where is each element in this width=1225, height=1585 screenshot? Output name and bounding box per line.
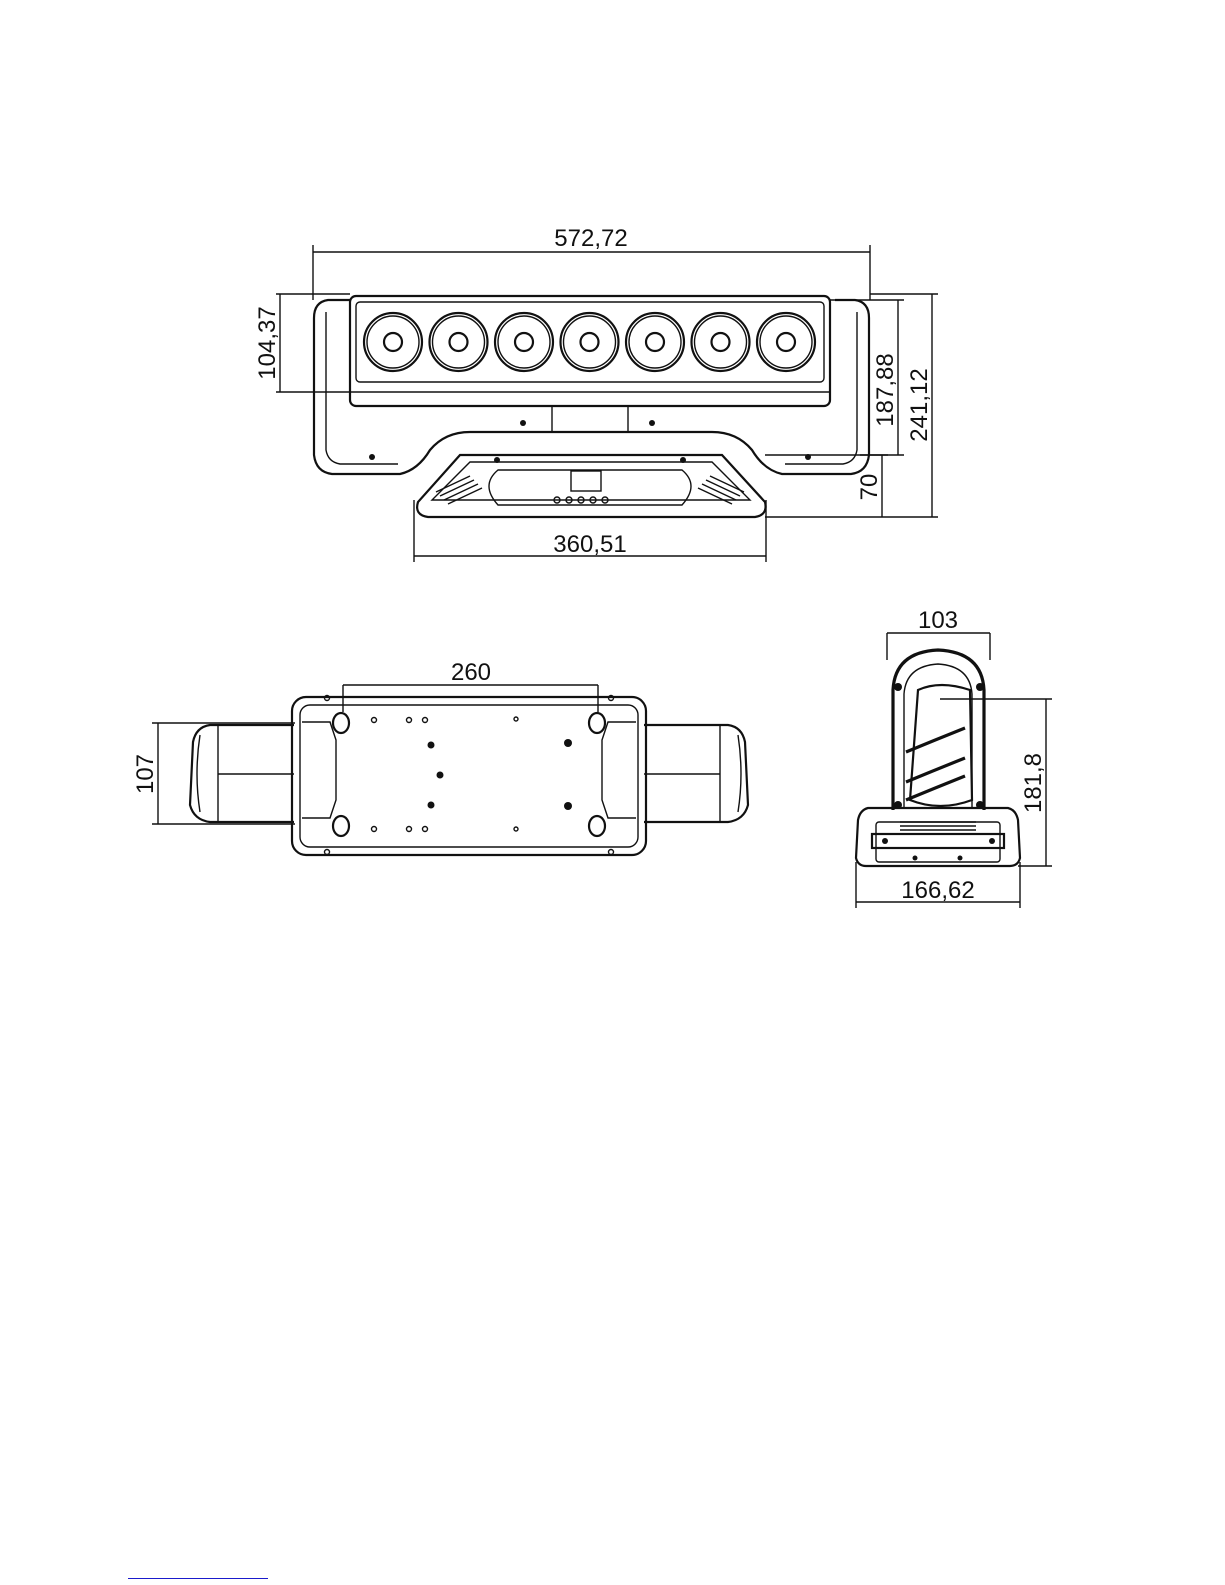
front-view: 572,72 bbox=[254, 225, 938, 562]
total-height-label: 241,12 bbox=[906, 368, 933, 441]
dimension-hole-spacing: 260 bbox=[343, 659, 598, 712]
mounting-holes bbox=[333, 713, 605, 836]
led-center bbox=[646, 333, 664, 351]
head-depth-label: 107 bbox=[132, 754, 159, 794]
led-lens bbox=[430, 313, 488, 371]
led-ring bbox=[629, 316, 681, 368]
side-height-label: 181,8 bbox=[1020, 753, 1047, 813]
bottom-view: 260 107 bbox=[132, 659, 748, 855]
head-height-label: 104,37 bbox=[254, 306, 281, 379]
head-width-label: 103 bbox=[918, 607, 958, 634]
dimension-base-width: 360,51 bbox=[414, 500, 766, 562]
led-ring bbox=[433, 316, 485, 368]
footnote-separator bbox=[128, 1578, 268, 1579]
dimension-yoke-height: 187,88 bbox=[830, 300, 904, 455]
dimension-head-width: 103 bbox=[887, 607, 990, 660]
side-base-width-label: 166,62 bbox=[901, 877, 974, 904]
led-center bbox=[384, 333, 402, 351]
dimension-head-height: 104,37 bbox=[254, 294, 350, 392]
dimension-side-base-width: 166,62 bbox=[856, 862, 1020, 908]
led-lens bbox=[561, 313, 619, 371]
led-center bbox=[581, 333, 599, 351]
display-screen bbox=[571, 471, 601, 491]
led-center bbox=[450, 333, 468, 351]
yoke-height-label: 187,88 bbox=[872, 353, 899, 426]
small-holes bbox=[325, 696, 614, 855]
led-ring bbox=[367, 316, 419, 368]
led-lens bbox=[757, 313, 815, 371]
side-view: 103 181,8 bbox=[856, 607, 1052, 908]
dimension-side-height: 181,8 bbox=[940, 699, 1052, 866]
base-width-label: 360,51 bbox=[553, 531, 626, 558]
width-label: 572,72 bbox=[554, 225, 627, 252]
front-base bbox=[417, 455, 765, 517]
hole-spacing-label: 260 bbox=[451, 659, 491, 686]
led-ring bbox=[498, 316, 550, 368]
side-base bbox=[856, 808, 1020, 866]
led-array bbox=[364, 313, 815, 371]
led-lens bbox=[495, 313, 553, 371]
led-lens bbox=[364, 313, 422, 371]
led-center bbox=[777, 333, 795, 351]
led-ring bbox=[695, 316, 747, 368]
led-center bbox=[712, 333, 730, 351]
base-plate bbox=[292, 697, 646, 855]
base-height-label: 70 bbox=[856, 474, 883, 501]
led-lens bbox=[626, 313, 684, 371]
led-lens bbox=[692, 313, 750, 371]
right-yoke-arm bbox=[560, 300, 869, 474]
led-ring bbox=[760, 316, 812, 368]
dimension-width: 572,72 bbox=[313, 225, 870, 300]
led-center bbox=[515, 333, 533, 351]
led-ring bbox=[564, 316, 616, 368]
